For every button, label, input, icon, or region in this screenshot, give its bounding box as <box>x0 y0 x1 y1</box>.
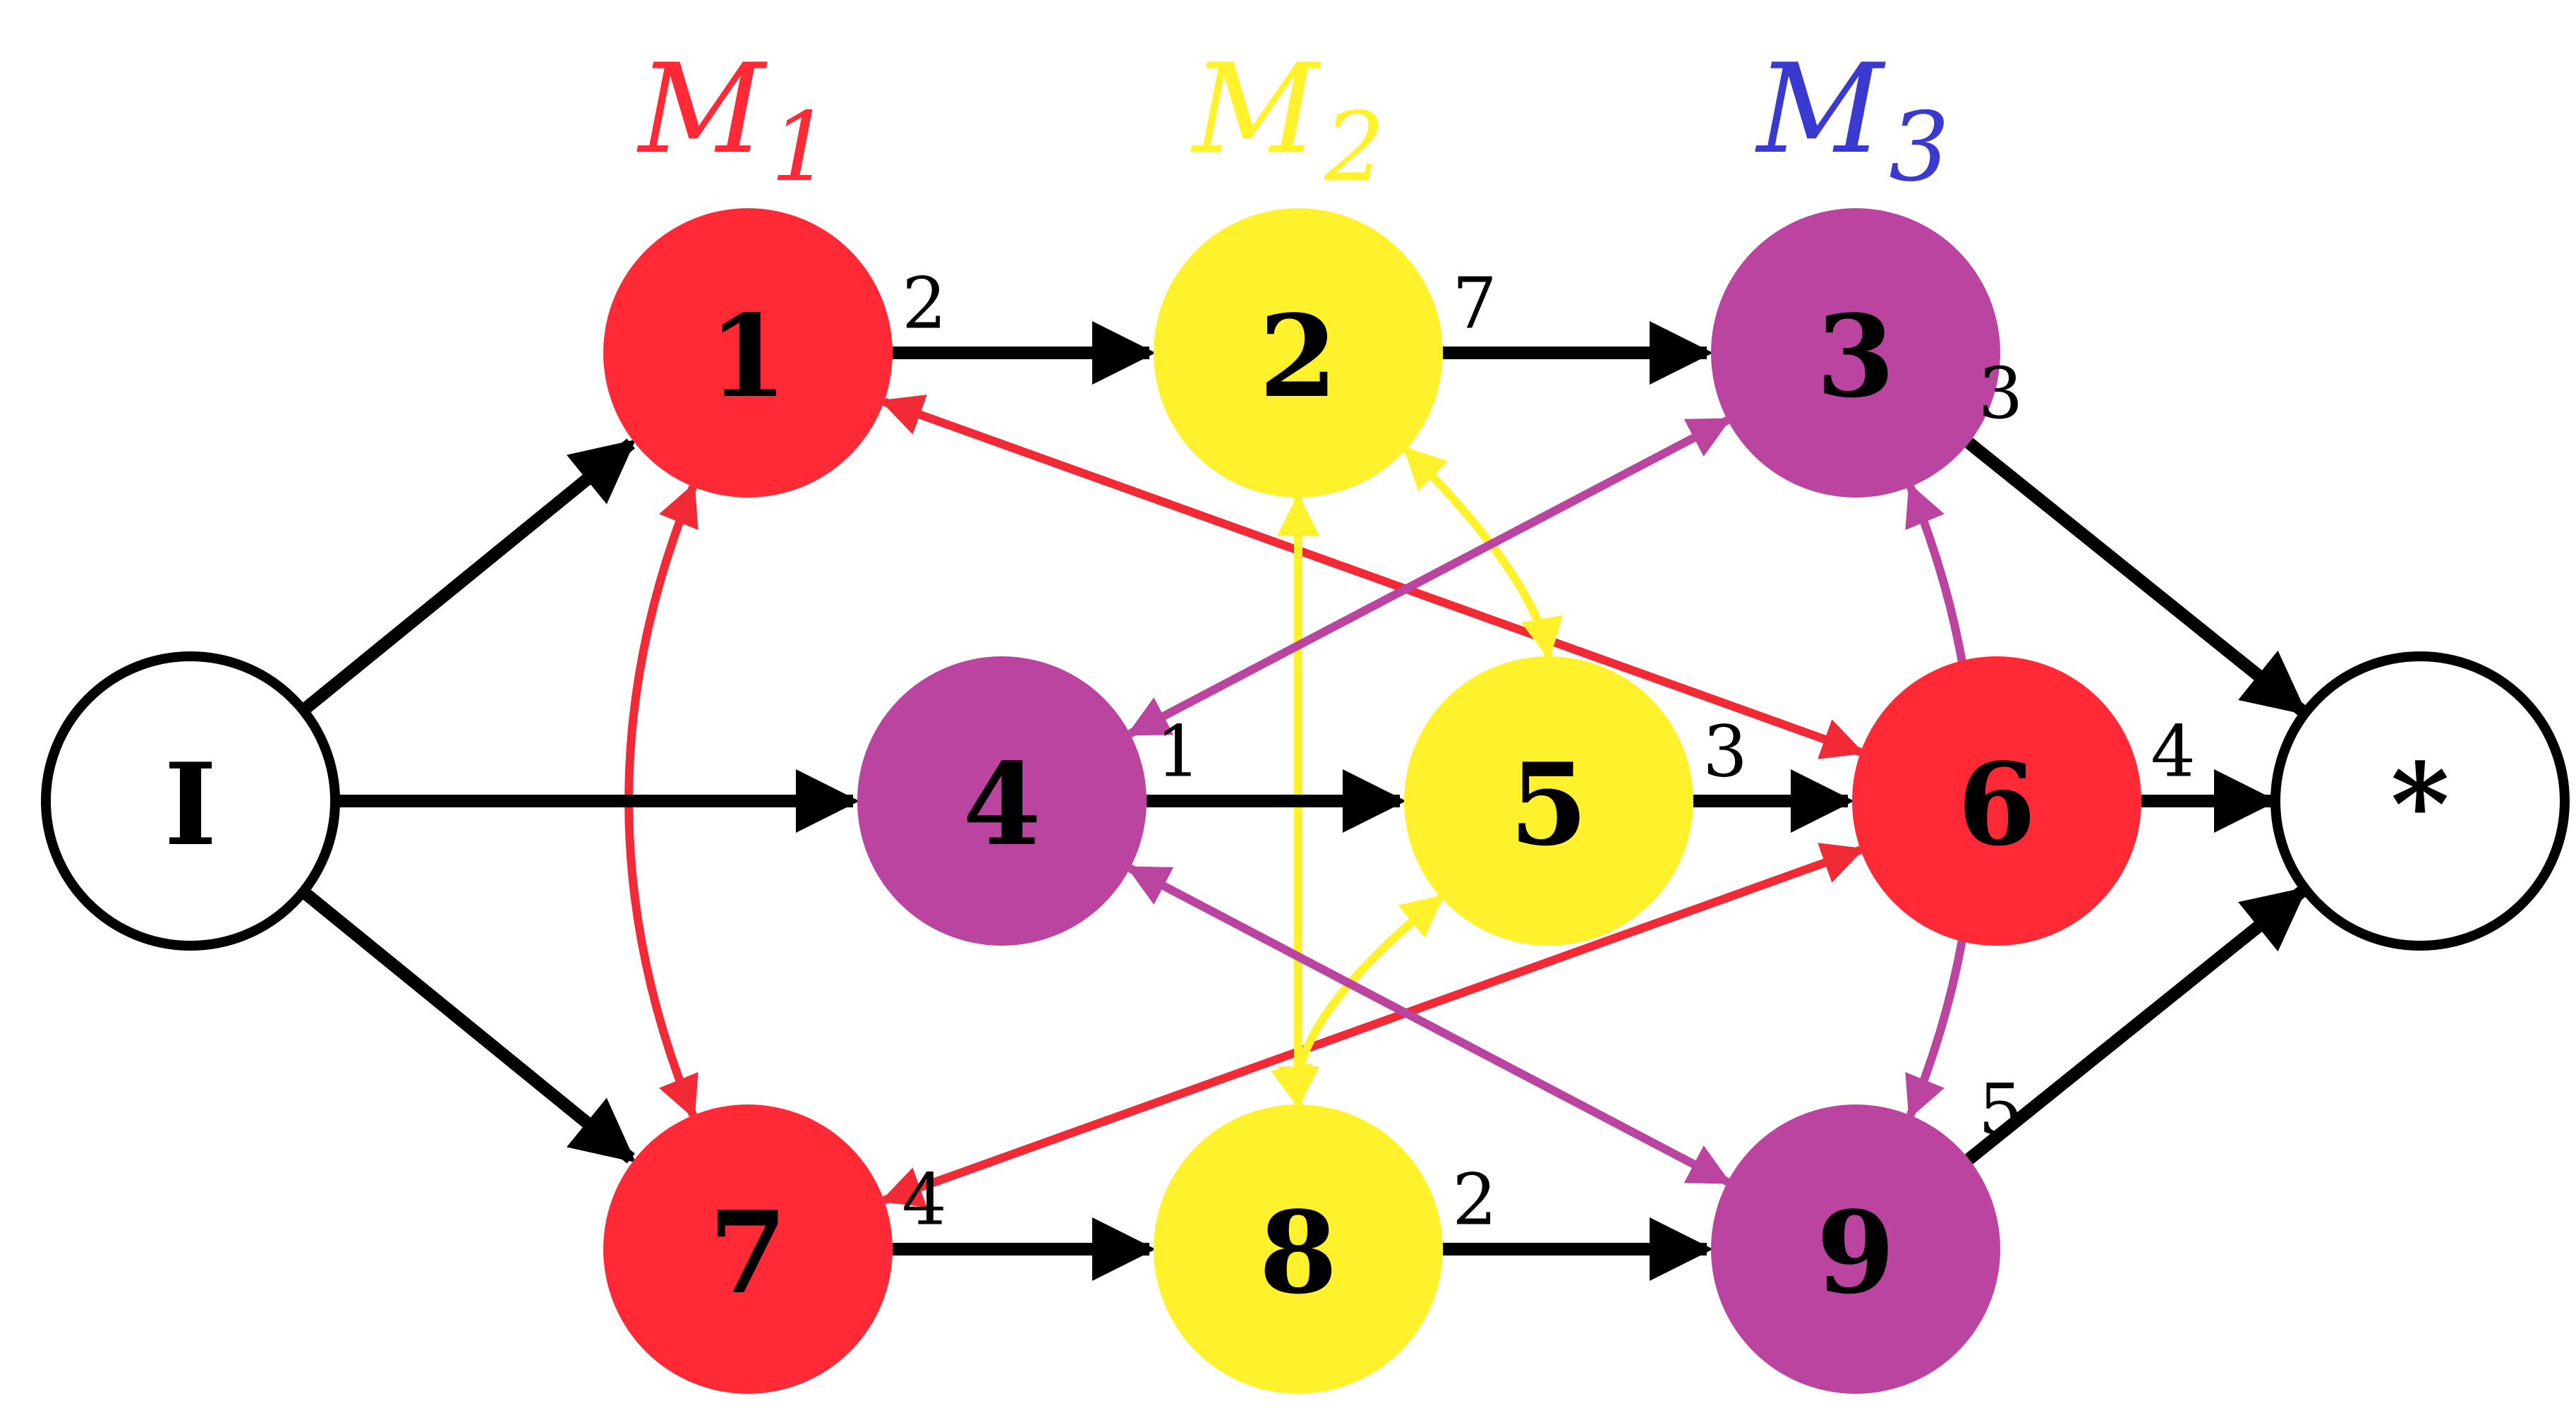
node-label-n8: 8 <box>1259 1186 1337 1319</box>
weight-label-n2: 7 <box>1452 263 1497 345</box>
node-n9: 9 <box>1711 1104 2000 1394</box>
arc-n3-end <box>1964 438 2308 716</box>
arc-I-n1 <box>299 438 636 716</box>
weight-label-n1: 2 <box>902 263 947 345</box>
machine-label-m3: M3 <box>1755 38 1949 203</box>
machine-labels: M1 M2 M3 <box>636 38 1949 203</box>
node-end: * <box>2270 651 2570 951</box>
conjunctive-arcs <box>299 321 2308 1281</box>
node-label-n2: 2 <box>1259 290 1337 423</box>
weight-label-n7: 4 <box>902 1159 947 1241</box>
node-n1: 1 <box>603 208 893 498</box>
weight-label-n5: 3 <box>1703 711 1748 793</box>
arc-n9-end <box>1964 886 2308 1164</box>
node-label-end: * <box>2390 738 2450 871</box>
node-label-n1: 1 <box>708 290 787 423</box>
arc-weights: 2 7 3 1 3 4 4 2 5 <box>902 263 2196 1241</box>
disjunctive-arc-n5-n8 <box>1271 894 1444 1109</box>
node-circle-n8 <box>1154 1104 1443 1394</box>
node-n5: 5 <box>1404 656 1693 946</box>
node-I: I <box>41 651 340 951</box>
operation-nodes: I 1 2 3 4 5 6 7 8 9 * <box>41 208 2570 1394</box>
node-n4: 4 <box>857 656 1147 946</box>
node-circle-n4 <box>857 656 1147 946</box>
node-circle-n3 <box>1711 208 2000 498</box>
node-circle-end <box>2270 651 2570 951</box>
node-circle-n2 <box>1154 208 1443 498</box>
node-circle-n7 <box>603 1104 893 1394</box>
node-label-n5: 5 <box>1509 738 1588 871</box>
arc-I-n7 <box>299 886 636 1164</box>
node-circle-n9 <box>1711 1104 2000 1394</box>
node-n8: 8 <box>1154 1104 1443 1394</box>
node-n6: 6 <box>1852 656 2141 946</box>
weight-label-n3: 3 <box>1978 352 2024 435</box>
weight-label-n6: 4 <box>2151 711 2196 793</box>
disjunctive-arc-n4-n9 <box>1126 864 1731 1186</box>
machine-label-m1: M1 <box>636 38 831 203</box>
node-label-I: I <box>164 738 217 871</box>
node-label-n7: 7 <box>708 1186 787 1319</box>
machine-label-m2: M2 <box>1190 38 1385 203</box>
node-label-n3: 3 <box>1816 290 1894 423</box>
node-n7: 7 <box>603 1104 893 1394</box>
node-circle-n6 <box>1852 656 2141 946</box>
weight-label-n4: 1 <box>1156 711 1201 793</box>
node-circle-n5 <box>1404 656 1693 946</box>
node-n3: 3 <box>1711 208 2000 498</box>
node-circle-n1 <box>603 208 893 498</box>
weight-label-n9: 5 <box>1978 1068 2024 1151</box>
weight-label-n8: 2 <box>1452 1159 1497 1241</box>
disjunctive-arc-n3-n4 <box>1126 416 1731 738</box>
node-label-n9: 9 <box>1816 1186 1894 1319</box>
node-circle-I <box>41 651 340 951</box>
node-label-n4: 4 <box>962 738 1041 871</box>
node-label-n6: 6 <box>1957 738 2036 871</box>
node-n2: 2 <box>1154 208 1443 498</box>
